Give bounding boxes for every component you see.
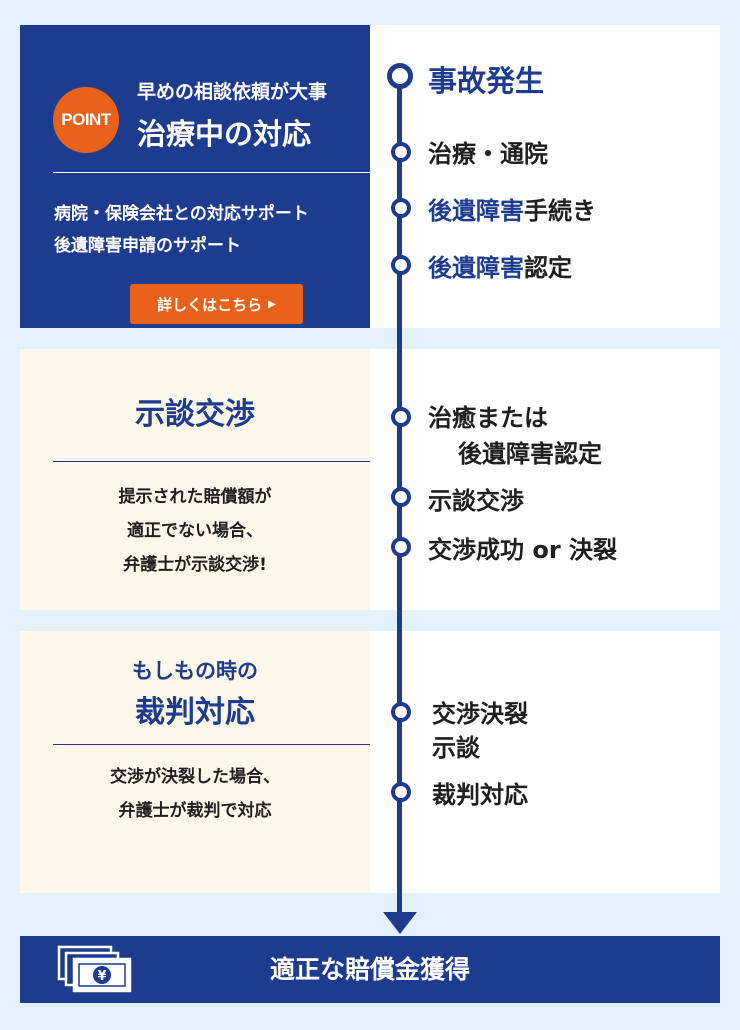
- compensation-bar: ¥ 適正な賠償金獲得: [20, 936, 720, 1003]
- timeline-node: [391, 255, 411, 275]
- timeline-node: [391, 407, 411, 427]
- step-negotiation-result: 交渉成功 or 決裂: [428, 536, 618, 564]
- step-highlight: 後遺障害: [428, 254, 524, 282]
- timeline-node: [391, 198, 411, 218]
- negotiation-desc-line: 適正でない場合、: [127, 521, 263, 541]
- negotiation-desc-line: 弁護士が示談交渉!: [123, 555, 267, 575]
- step-highlight: 後遺障害: [428, 197, 524, 225]
- treatment-description: 病院・保険会社との対応サポート 後遺障害申請のサポート: [54, 198, 309, 262]
- step-recovery-line2: 後遺障害認定: [458, 440, 602, 468]
- treatment-title: 治療中の対応: [137, 117, 312, 151]
- trial-subtitle: もしもの時の: [132, 659, 258, 683]
- timeline-node: [391, 537, 411, 557]
- divider: [53, 172, 379, 173]
- triangle-right-icon: ▶: [268, 298, 276, 310]
- step-negotiation-failed-line2: 示談: [432, 734, 480, 762]
- treatment-desc-line: 後遺障害申請のサポート: [54, 236, 241, 256]
- timeline-panel-2: [370, 349, 720, 610]
- step-negotiation: 示談交渉: [428, 487, 524, 515]
- step-negotiation-failed-line1: 交渉決裂: [432, 700, 528, 728]
- trial-description: 交渉が決裂した場合、 弁護士が裁判で対応: [20, 760, 370, 828]
- step-accident: 事故発生: [428, 64, 545, 98]
- step-rest: 認定: [524, 254, 572, 282]
- step-rest: 手続き: [524, 197, 596, 225]
- compensation-label: 適正な賠償金獲得: [269, 955, 470, 984]
- treatment-desc-line: 病院・保険会社との対応サポート: [54, 204, 309, 224]
- timeline-panel-3: [370, 631, 720, 893]
- step-trial: 裁判対応: [432, 781, 528, 809]
- trial-title: 裁判対応: [135, 695, 255, 730]
- trial-panel: もしもの時の 裁判対応 交渉が決裂した場合、 弁護士が裁判で対応: [20, 631, 379, 893]
- details-button-label: 詳しくはこちら: [157, 295, 263, 314]
- step-treatment: 治療・通院: [428, 140, 548, 168]
- treatment-panel: POINT 早めの相談依頼が大事 治療中の対応 病院・保険会社との対応サポート …: [20, 25, 379, 328]
- money-icon: ¥: [57, 945, 132, 993]
- step-recovery-line1: 治癒または: [428, 404, 548, 432]
- timeline-node: [391, 782, 411, 802]
- trial-desc-line: 交渉が決裂した場合、: [110, 767, 280, 787]
- negotiation-description: 提示された賠償額が 適正でない場合、 弁護士が示談交渉!: [20, 480, 370, 582]
- currency-symbol: ¥: [97, 969, 106, 984]
- details-button[interactable]: 詳しくはこちら ▶: [130, 284, 303, 324]
- step-disability-procedure: 後遺障害手続き: [428, 191, 596, 226]
- negotiation-panel: 示談交渉 提示された賠償額が 適正でない場合、 弁護士が示談交渉!: [20, 349, 379, 610]
- timeline-node: [391, 487, 411, 507]
- arrow-down-icon: [383, 912, 417, 934]
- negotiation-desc-line: 提示された賠償額が: [118, 487, 272, 507]
- divider: [53, 744, 379, 745]
- timeline-node: [387, 63, 413, 89]
- timeline-panel-1: [370, 25, 720, 328]
- divider: [53, 461, 379, 462]
- point-badge: POINT: [53, 87, 119, 153]
- negotiation-title: 示談交渉: [135, 397, 255, 432]
- step-disability-certification: 後遺障害認定: [428, 248, 572, 283]
- timeline-node: [391, 142, 411, 162]
- treatment-subtitle: 早めの相談依頼が大事: [137, 81, 328, 103]
- timeline-node: [391, 702, 411, 722]
- trial-desc-line: 弁護士が裁判で対応: [118, 801, 272, 821]
